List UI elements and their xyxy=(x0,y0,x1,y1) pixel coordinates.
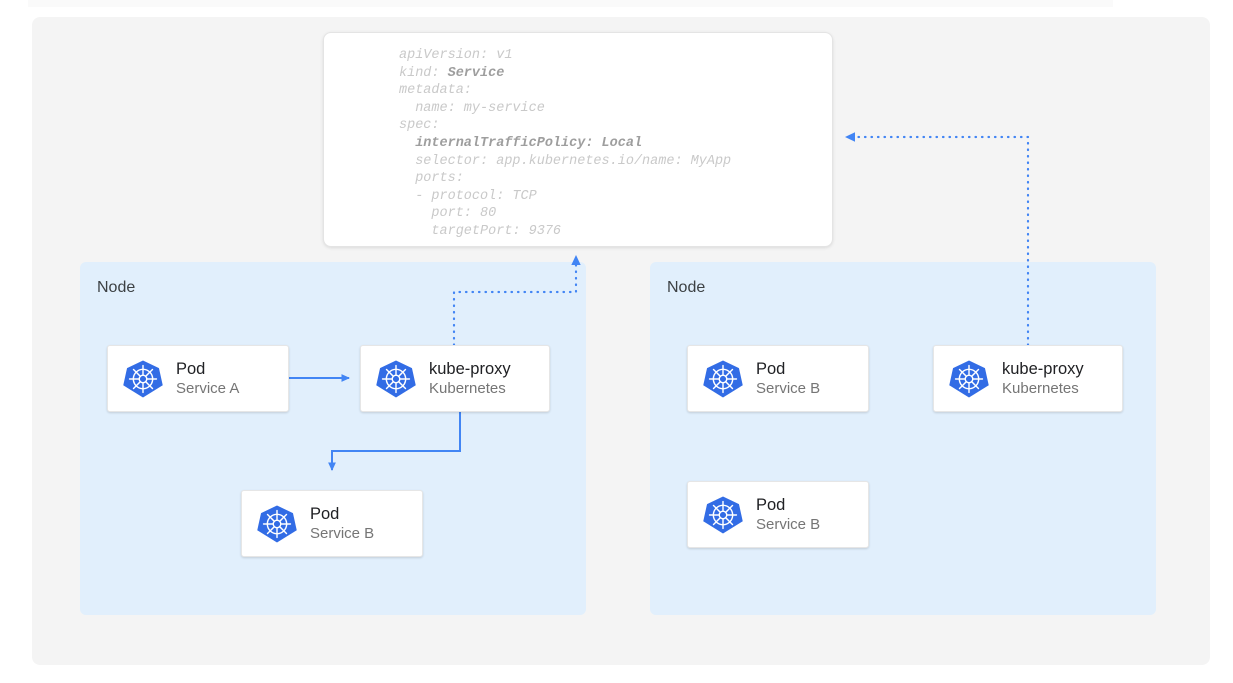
yaml-line: name: my-service xyxy=(399,100,545,116)
box-subtitle: Kubernetes xyxy=(1002,379,1079,397)
node-panel-left xyxy=(80,262,586,615)
box-title: Pod xyxy=(756,359,786,378)
service-manifest-card: apiVersion: v1 kind: Service metadata: nam… xyxy=(323,32,833,247)
yaml-emphasis: Service xyxy=(447,65,505,81)
box-subtitle: Service B xyxy=(310,524,375,542)
kubernetes-icon xyxy=(375,358,417,400)
yaml-line: apiVersion: v1 xyxy=(399,48,513,63)
box-title: Pod xyxy=(176,359,206,378)
node-label-left: Node xyxy=(97,279,136,296)
kubernetes-icon xyxy=(948,358,990,400)
node-panel-right xyxy=(650,262,1156,615)
box-subtitle: Service B xyxy=(756,379,821,397)
yaml-line: metadata: xyxy=(399,83,472,99)
box-title: kube-proxy xyxy=(1002,359,1084,378)
kubernetes-icon xyxy=(702,494,744,536)
kubernetes-icon xyxy=(702,358,744,400)
yaml-line: ports: xyxy=(399,171,464,187)
box-subtitle: Service A xyxy=(176,379,240,397)
pod-service-b-right-bottom-box[interactable]: Pod Service B xyxy=(687,481,869,548)
kube-proxy-left-box[interactable]: kube-proxy Kubernetes xyxy=(360,345,550,412)
yaml-line: kind: Service xyxy=(399,65,505,81)
pod-service-a-box[interactable]: Pod Service A xyxy=(107,345,289,412)
top-strip xyxy=(28,0,1113,7)
yaml-line: port: 80 xyxy=(399,206,497,222)
pod-service-b-right-top-box[interactable]: Pod Service B xyxy=(687,345,869,412)
kubernetes-icon xyxy=(122,358,164,400)
yaml-line: targetPort: 9376 xyxy=(399,223,562,239)
pod-service-b-left-box[interactable]: Pod Service B xyxy=(241,490,423,557)
yaml-line: - protocol: TCP xyxy=(399,188,537,204)
box-subtitle: Service B xyxy=(756,515,821,533)
yaml-line: internalTrafficPolicy: Local xyxy=(399,135,731,153)
box-title: Pod xyxy=(756,495,786,514)
yaml-line: spec: xyxy=(399,118,440,134)
yaml-line: selector: app.kubernetes.io/name: MyApp xyxy=(399,153,732,169)
box-title: kube-proxy xyxy=(429,359,511,378)
node-label-right: Node xyxy=(667,279,706,296)
kubernetes-icon xyxy=(256,503,298,545)
box-subtitle: Kubernetes xyxy=(429,379,506,397)
box-title: Pod xyxy=(310,504,340,523)
yaml-emphasis: internalTrafficPolicy: Local xyxy=(415,135,643,151)
service-manifest-code: apiVersion: v1 kind: Service metadata: nam… xyxy=(399,47,731,241)
kube-proxy-right-box[interactable]: kube-proxy Kubernetes xyxy=(933,345,1123,412)
